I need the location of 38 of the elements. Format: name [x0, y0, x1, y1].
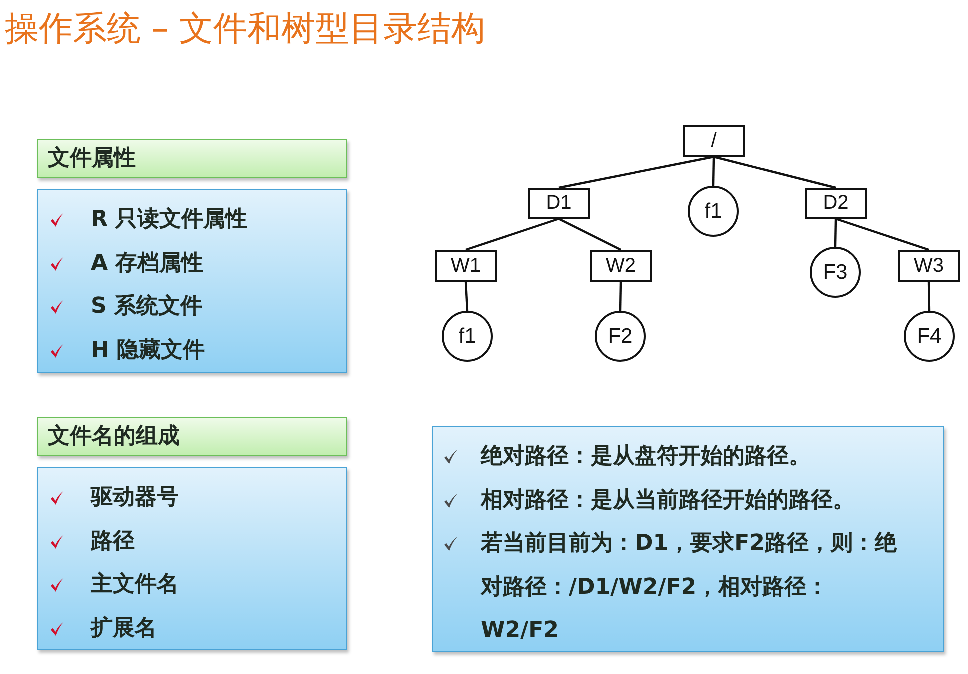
directory-box: /	[683, 125, 745, 157]
note-text: 绝对路径：是从盘符开始的路径。	[481, 443, 812, 471]
tree-line	[928, 282, 931, 312]
list-item-text: 驱动器号	[91, 484, 180, 512]
tree-line	[466, 218, 560, 252]
tree-line	[836, 218, 930, 252]
directory-box: W3	[898, 250, 960, 282]
tree-line	[558, 218, 622, 251]
list-panel	[37, 189, 347, 373]
directory-box: D2	[805, 188, 867, 219]
file-circle: F4	[904, 311, 955, 362]
section-header-bar: 文件属性	[37, 139, 347, 178]
file-circle: F2	[595, 311, 646, 362]
note-panel	[432, 426, 944, 652]
directory-box: W1	[435, 250, 497, 282]
list-item-text: S 系统文件	[91, 293, 204, 321]
tree-line	[619, 282, 622, 312]
directory-box: D1	[528, 188, 590, 219]
tree-line	[712, 156, 716, 186]
file-circle: f1	[688, 186, 739, 237]
directory-box: W2	[590, 250, 652, 282]
list-panel	[37, 467, 347, 650]
note-text: 若当前目前为：D1，要求F2路径，则：绝对路径：/D1/W2/F2，相对路径：W2/F2	[481, 530, 898, 645]
tree-line	[558, 156, 714, 190]
tree-line	[714, 156, 836, 190]
list-item-text: R 只读文件属性	[91, 206, 249, 234]
list-item-text: 路径	[91, 528, 136, 556]
tree-line	[834, 218, 838, 248]
tree-line	[464, 282, 469, 312]
page-title: 操作系统 – 文件和树型目录结构	[5, 8, 486, 51]
list-item-text: H 隐藏文件	[91, 336, 206, 364]
note-text: 相对路径：是从当前路径开始的路径。	[481, 486, 856, 514]
section-header-bar: 文件名的组成	[37, 417, 347, 456]
list-item-text: 主文件名	[91, 570, 180, 599]
file-circle: f1	[442, 311, 493, 362]
file-circle: F3	[810, 247, 861, 298]
list-item-text: A 存档属性	[91, 250, 205, 278]
list-item-text: 扩展名	[91, 614, 158, 642]
